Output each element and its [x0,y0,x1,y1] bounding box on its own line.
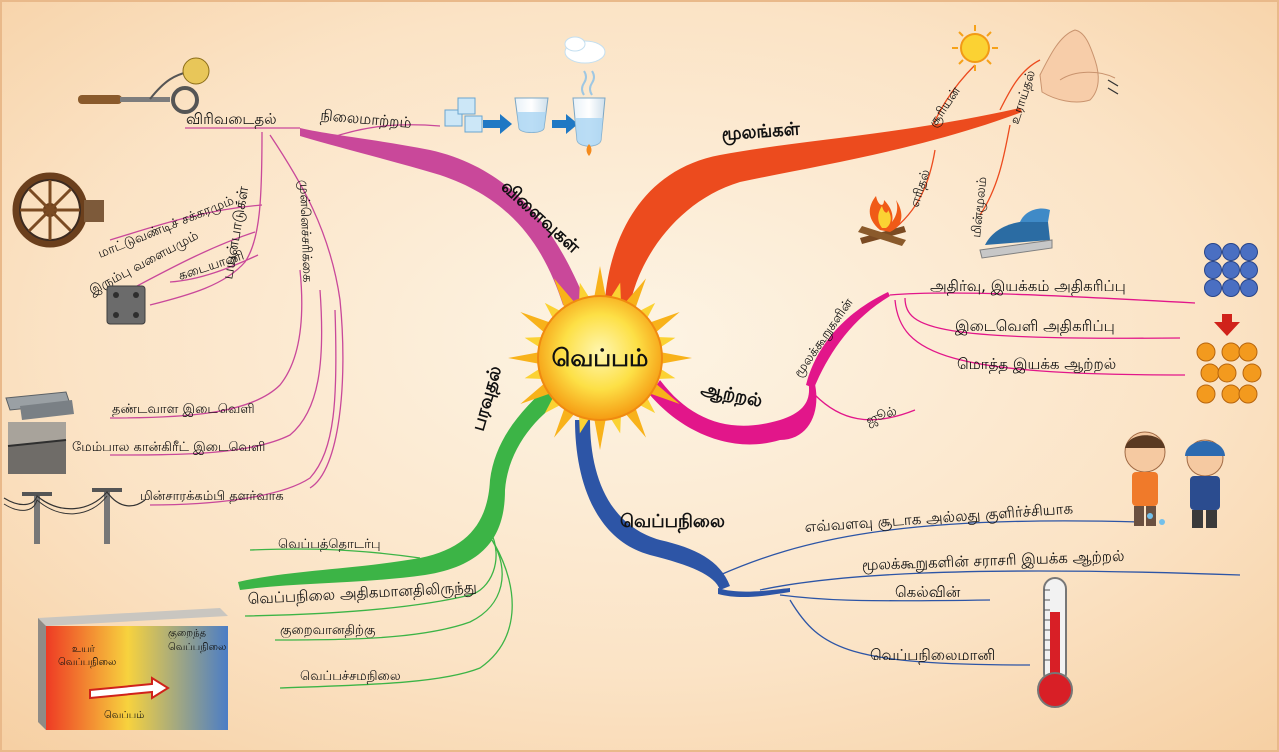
line-friction [999,59,1041,111]
effects-rail-gap-label: தண்டவாள இடைவெளி [112,402,255,417]
line-bridge [109,289,323,456]
rail-track-icon [5,391,74,420]
line-joule [814,394,916,421]
thermometer-icon [1037,577,1073,708]
line-kadaiyani [169,254,259,283]
particle [1222,279,1240,297]
effects-precautions-label: முன்னெச்சரிக்கை [296,180,315,283]
particle [1204,279,1222,297]
flow-equilibrium-label: வெப்பச்சமநிலை [300,669,401,684]
particle [1217,363,1237,383]
cart-wheel-icon [12,172,104,248]
electric-iron-icon [979,208,1053,259]
branch-effects [300,128,585,305]
branch-energy-sub [806,292,890,388]
particle [1221,342,1241,362]
line-to-low [274,539,503,641]
flow-conduction-label: வெப்பத்தொடர்பு [278,537,381,552]
line-high-low [244,529,497,617]
heat-box-high-1: உயர் [72,644,96,655]
branches [238,108,1022,598]
line-rail [109,269,303,419]
sun-ray [657,351,692,365]
sun-ray [593,415,607,450]
line-how-hot [719,520,1141,576]
particles-spread-icon [1196,342,1262,404]
linchpin-plate-icon [106,285,146,325]
bridge-concrete-icon [7,422,67,474]
sun-ray [508,351,543,365]
line-vibration [889,292,1196,304]
heat-box-low-1: குறைந்த [168,628,207,640]
particle [1242,363,1262,383]
branch-flow [238,380,570,590]
particle [1196,384,1216,404]
heat-box-arrow-label: வெப்பம் [104,710,144,721]
particle [1240,279,1258,297]
line-avg-ke [759,570,1241,591]
sun-icon [952,25,998,71]
down-arrow-icon [1214,314,1240,336]
campfire-icon [858,196,906,246]
line-equilibrium [279,544,513,689]
heat-box-high-2: வெப்பநிலை [58,657,116,668]
effects-bridge-gap-label: மேம்பால கான்கிரீட் இடைவெளி [72,440,265,455]
particle [1222,243,1240,261]
rubbing-hands-icon [1039,29,1119,103]
source-electric-label: மின்மூலம் [969,176,990,238]
branch-energy [650,380,817,445]
particle [1238,384,1258,404]
energy-total-ke-label: மொத்த இயக்க ஆற்றல் [957,355,1116,373]
line-state-change [329,124,441,139]
sun-disc [537,295,663,421]
heat-box-low-2: வெப்பநிலை [168,642,226,653]
temp-thermometer-label: வெப்பநிலைமானி [870,646,995,664]
flow-to-low-label: குறைவானதிற்கு [280,623,375,638]
heat-flow-box: உயர் வெப்பநிலை குறைந்த வெப்பநிலை வெப்பம் [38,608,228,730]
line-total-ke [894,299,1186,376]
electric-poles-icon [3,488,146,544]
energy-gap-label: இடைவெளி அதிகரிப்பு [955,317,1115,335]
particle [1240,243,1258,261]
particles-compact-icon [1204,243,1258,297]
particle [1222,261,1240,279]
particle [1200,363,1220,383]
line-wire [149,309,337,506]
particle [1240,261,1258,279]
branch-temperature [575,420,730,590]
temp-kelvin-label: கெல்வின் [895,583,961,601]
branch-label-temperature: வெப்பநிலை [620,511,725,534]
line-applications [149,131,263,306]
line-thermometer [789,599,1031,666]
particle [1204,243,1222,261]
line-kelvin [779,594,991,602]
line-sun [924,64,976,141]
particle [1204,261,1222,279]
particle [1221,384,1241,404]
line-conduction [249,548,421,559]
center-label: வெப்பம் [552,344,649,372]
branch-sources [605,108,1022,305]
line-electric [979,124,1011,216]
energy-vibration-label: அதிர்வு, இயக்கம் அதிகரிப்பு [930,277,1126,295]
sun-ray [593,266,607,301]
ball-ring-icon [78,57,210,114]
particle [1196,342,1216,362]
ice-water-steam-icon [444,36,606,156]
center-sun: வெப்பம் [508,266,692,450]
line-wheel [109,204,263,241]
line-precautions [269,134,344,489]
effects-expansion-label: விரிவடைதல் [186,110,277,128]
particle [1238,342,1258,362]
branch-temperature-tail [718,588,790,598]
effects-wire-slack-label: மின்சாரக்கம்பி தளர்வாக [140,489,284,504]
line-gap [904,297,1181,339]
hot-cold-kids-icon [1124,431,1225,528]
